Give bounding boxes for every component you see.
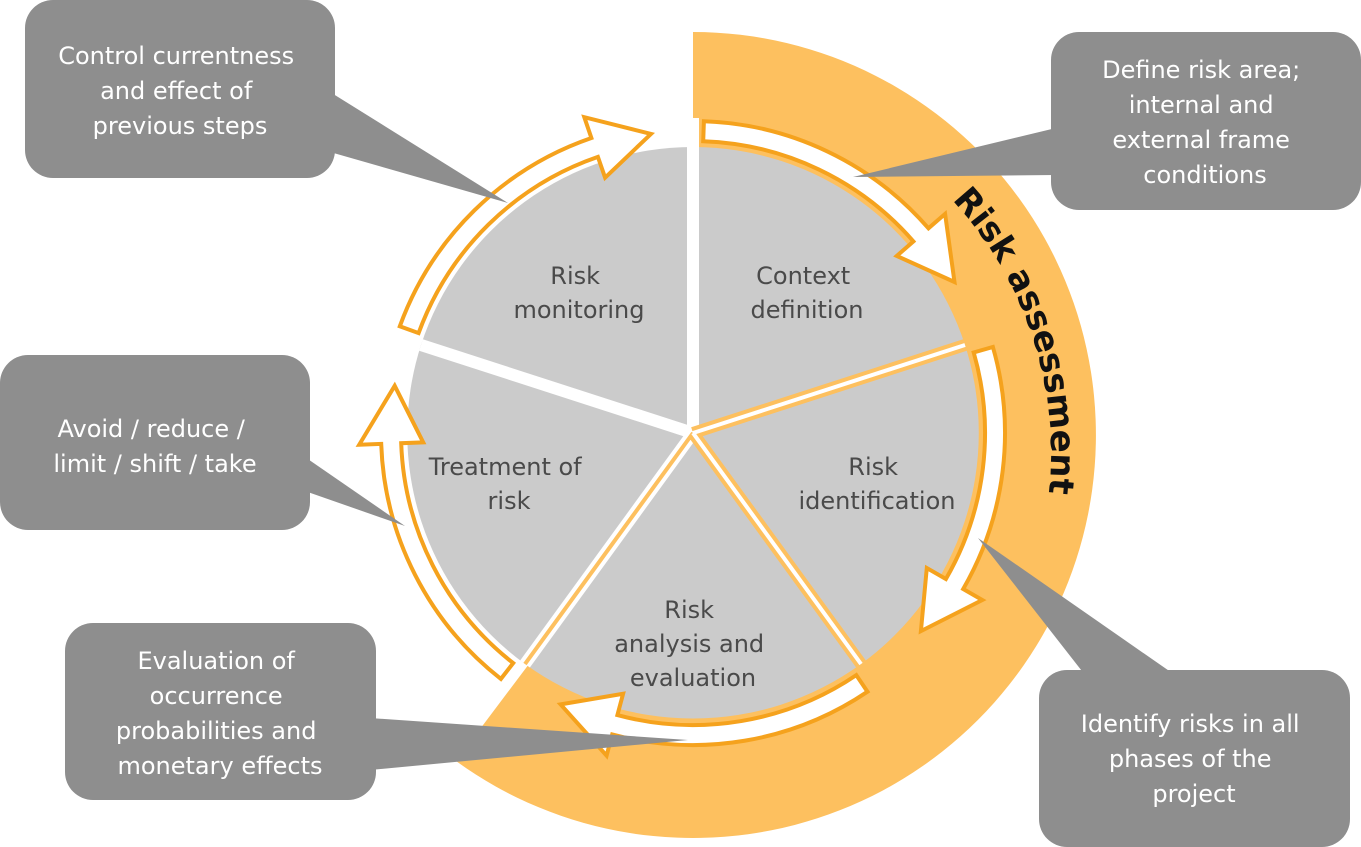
callout-treatment: Avoid / reduce / limit / shift / take [0,355,405,530]
segment-label-risk-identification: Risk identification [799,453,956,515]
callout-pointer [330,92,508,203]
callout-pointer [302,455,405,526]
callout-monitoring: Control currentness and effect of previo… [25,0,508,203]
arrow-to-context-definition [397,114,656,336]
callout-pointer [853,128,1056,177]
callout-identification: Identify risks in all phases of the proj… [978,538,1350,847]
arrow-to-risk-analysis [918,344,1007,635]
segment-label-treatment-of-risk: Treatment of risk [428,453,590,515]
arrow-to-risk-identification [701,119,957,286]
segment-risk-identification [693,345,979,664]
callout-pointer [978,538,1175,675]
callout-box [1051,32,1361,210]
callout-box [25,0,335,178]
arrow-to-treatment [556,672,871,760]
segment-label-risk-analysis: Risk analysis and evaluation [614,596,772,692]
arrow-to-monitoring [355,381,517,682]
callout-text: Define risk area; internal and external … [1102,56,1308,189]
callout-text: Control currentness and effect of previo… [58,42,302,140]
callout-analysis: Evaluation of occurrence probabilities a… [65,623,688,800]
cycle-arrows [355,114,1007,760]
callout-box [1039,670,1350,847]
segment-label-risk-monitoring: Risk monitoring [513,262,644,324]
callout-context: Define risk area; internal and external … [853,32,1361,210]
callout-text: Identify risks in all phases of the proj… [1081,710,1308,808]
callout-text: Evaluation of occurrence probabilities a… [116,647,324,780]
callout-box [0,355,310,530]
segment-separators [419,118,967,668]
callout-pointer [370,718,688,770]
callout-text: Avoid / reduce / limit / shift / take [53,415,256,478]
segment-treatment-of-risk [407,345,693,664]
callout-box [65,623,376,800]
segment-risk-analysis [525,433,861,719]
segment-label-context-definition: Context definition [751,262,864,324]
